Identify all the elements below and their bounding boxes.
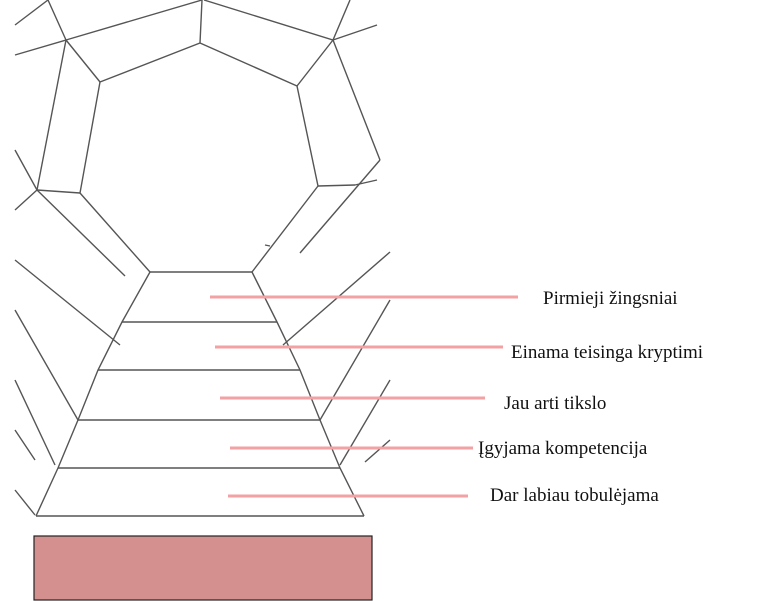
web-outer-frame <box>14 0 381 211</box>
level-5: Dar labiau tobulėjama <box>228 485 659 506</box>
level-label: Jau arti tikslo <box>504 393 606 414</box>
web-spokes <box>14 251 391 516</box>
level-label: Įgyjama kompetencija <box>478 438 648 459</box>
level-3: Jau arti tikslo <box>220 393 606 414</box>
level-label: Einama teisinga kryptimi <box>511 342 703 363</box>
web-middle-ring <box>36 39 381 277</box>
level-4: Įgyjama kompetencija <box>230 438 648 459</box>
level-2: Einama teisinga kryptimi <box>215 342 703 363</box>
funnel-base-block <box>33 535 373 601</box>
funnel-levels <box>35 271 365 517</box>
level-label: Pirmieji žingsniai <box>543 288 678 309</box>
level-label: Dar labiau tobulėjama <box>490 485 659 506</box>
web-inner-heptagon <box>36 0 356 273</box>
level-1: Pirmieji žingsniai <box>210 288 678 309</box>
